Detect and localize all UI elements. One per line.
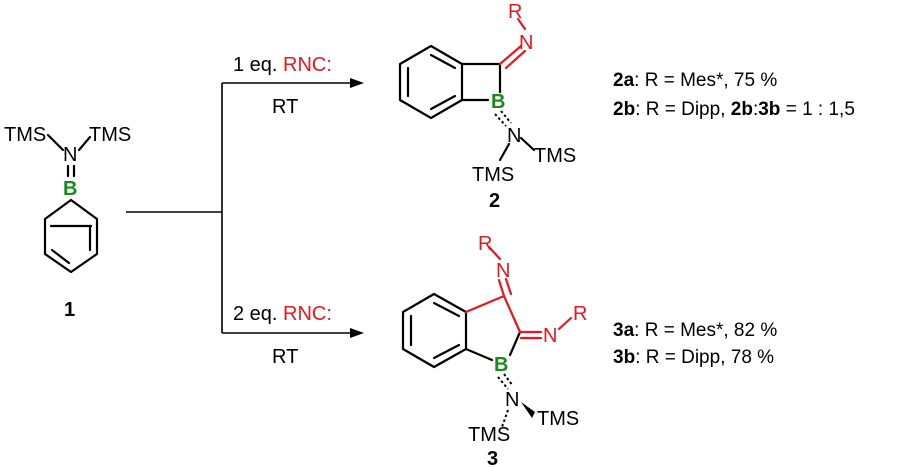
reagent-bottom: 2 eq. RNC:: [233, 303, 332, 325]
c3-ring-right: [508, 330, 522, 357]
c1-tms-right: TMS: [89, 124, 131, 146]
c3-tms-right: TMS: [537, 408, 579, 430]
compound-3-label: 3: [487, 448, 498, 468]
condition-bottom: RT: [272, 346, 298, 368]
c3-ring-c-top: [464, 294, 506, 314]
c2-benzene-inner-2: [429, 53, 457, 70]
c2-n-tms-right-bond: [519, 136, 536, 152]
c3-imine-top-n: N: [496, 260, 510, 282]
c1-b: B: [63, 178, 77, 200]
branching-arrows: 1 eq. RNC: RT 2 eq. RNC: RT: [126, 54, 364, 368]
c1-bond-n-tms-left: [46, 133, 65, 152]
results-text: 2a: R = Mes*, 75 % 2b: R = Dipp, 2b:3b =…: [613, 70, 855, 368]
arrow-bottom-head: [350, 328, 364, 338]
c2-n-r-bond: [516, 17, 527, 31]
c3-b: B: [494, 354, 508, 376]
c3-top-n-r-bond: [487, 245, 502, 261]
c2-n-tms-left-bond: [498, 142, 511, 162]
reagent-top: 1 eq. RNC:: [233, 54, 332, 76]
compound-3: B N R N R N TMS TMS 3: [401, 233, 587, 468]
c2-imine-n: N: [519, 32, 533, 54]
c3-ring-bottom: [464, 347, 494, 362]
c3-right-r: R: [573, 303, 587, 325]
compound-1-label: 1: [64, 299, 75, 321]
result-2a: 2a: R = Mes*, 75 %: [613, 70, 777, 91]
c2-tms-left: TMS: [472, 164, 514, 186]
c2-imine-bond-b: [504, 49, 527, 70]
result-2b: 2b: R = Dipp, 2b:3b = 1 : 1,5: [613, 99, 855, 120]
compound-2-label: 2: [489, 190, 500, 212]
c3-bn-dash-b: [503, 373, 514, 387]
condition-top: RT: [272, 96, 298, 118]
c2-amino-n: N: [507, 125, 521, 147]
c3-imine-top-b: [504, 277, 513, 296]
compound-1: TMS N TMS B 1: [4, 124, 131, 321]
c2-benzene-inner-3: [429, 94, 457, 111]
c3-right-n-r-bond: [557, 316, 573, 331]
c1-tms-left: TMS: [4, 124, 46, 146]
result-3b: 3b: R = Dipp, 78 %: [613, 347, 774, 368]
c3-benzene: [401, 292, 468, 369]
arrow-top-head: [350, 78, 364, 88]
c1-n: N: [63, 144, 77, 166]
c2-tms-right: TMS: [534, 145, 576, 167]
c3-tms-left: TMS: [468, 424, 510, 446]
c2-imine-bond-a: [498, 44, 523, 66]
c3-amino-n: N: [505, 389, 519, 411]
c3-top-r: R: [478, 233, 492, 255]
c1-ring: [43, 198, 99, 274]
c3-hash-bond: [501, 409, 509, 428]
c2-r: R: [508, 1, 522, 23]
c3-imine-top-a: [497, 278, 506, 298]
c1-ring-inner-2: [50, 248, 71, 265]
c3-benzene-inner-3: [432, 343, 461, 360]
c1-bond-n-tms-right: [77, 135, 92, 152]
result-3a: 3a: R = Mes*, 82 %: [613, 320, 777, 341]
c3-ring-c-c: [502, 294, 522, 334]
c2-b: B: [491, 91, 505, 113]
c3-imine-right-n: N: [543, 325, 557, 347]
c3-benzene-inner-2: [432, 301, 461, 318]
c2-benzene: [398, 44, 464, 120]
c3-wedge-bond: [521, 402, 535, 418]
compound-2: B N R N TMS TMS 2: [398, 1, 576, 212]
